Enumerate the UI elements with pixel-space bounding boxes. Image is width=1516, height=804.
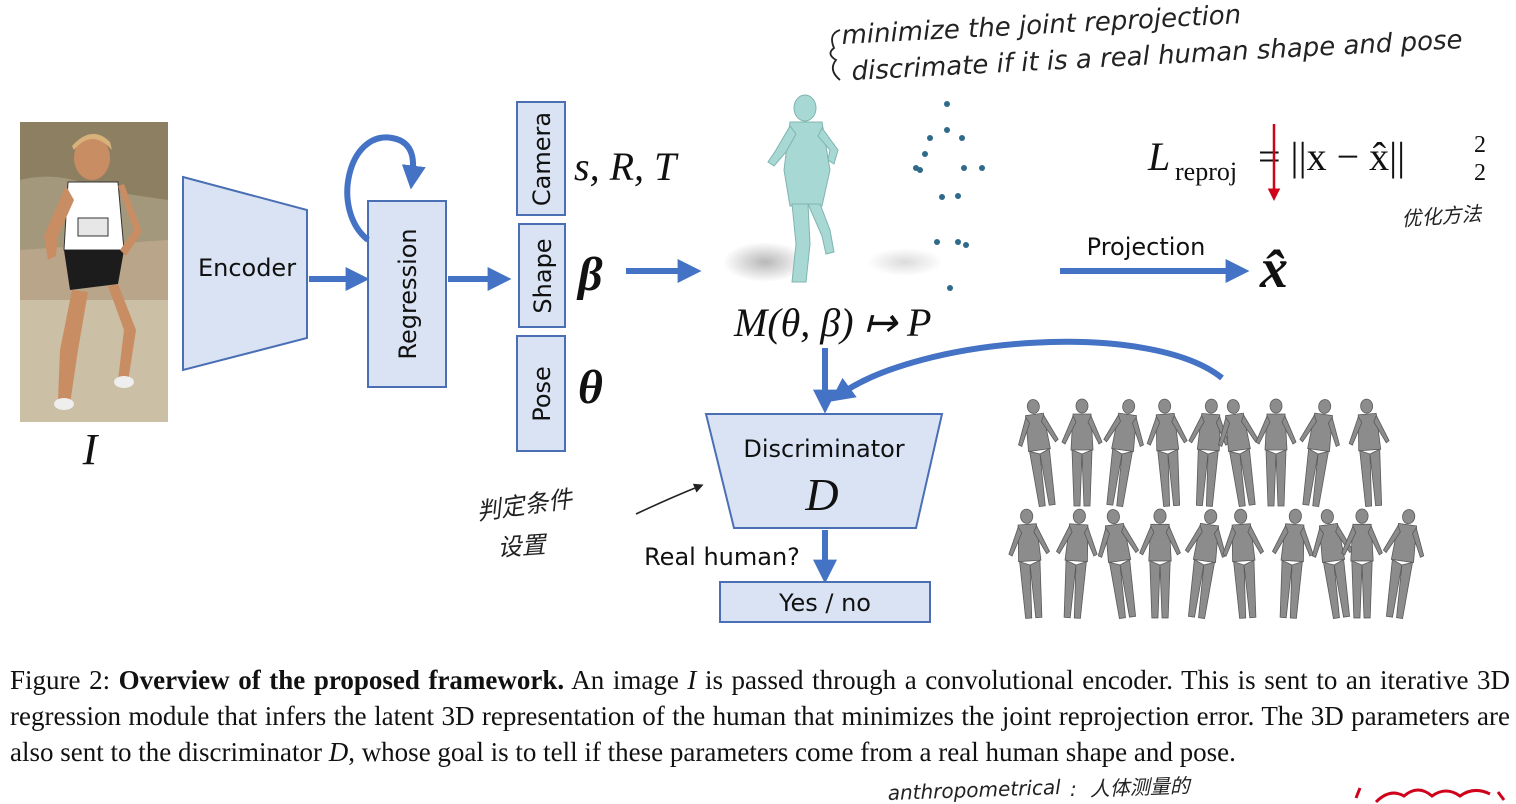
input-image	[20, 122, 168, 422]
mesh-figure	[1341, 508, 1383, 619]
reprojection-loss: L reproj = ||x − x̂|| 2 2	[1147, 132, 1486, 186]
output-block	[719, 581, 931, 623]
mesh-figure	[1184, 509, 1227, 619]
caption-text-1: An image	[564, 665, 688, 695]
pose-symbol: θ	[578, 361, 603, 414]
mesh-figure	[1299, 399, 1340, 508]
red-scribble	[1354, 787, 1506, 804]
mesh-figure	[1311, 509, 1354, 619]
annotation-arrow-left	[635, 483, 704, 515]
shape-symbol: β	[576, 248, 603, 301]
annotation-cn-right: 优化方法	[1401, 201, 1484, 231]
framework-diagram: I Encoder Regression Camera Shape Pose s…	[20, 0, 1486, 623]
loss-subscript-norm: 2	[1474, 160, 1486, 186]
mesh-figure	[1061, 398, 1103, 507]
mesh-figure	[1103, 399, 1144, 508]
camera-label: Camera	[528, 112, 556, 206]
joint-points	[913, 101, 985, 291]
human-mesh-dataset	[1008, 398, 1425, 619]
pose-block	[516, 335, 566, 452]
annotation-bottom-cn: 人体测量的	[1089, 773, 1192, 801]
annotation-brace	[829, 29, 841, 81]
caption-symbol-i: I	[687, 665, 697, 695]
loss-lhs: L	[1147, 134, 1170, 179]
projection-label: Projection	[1087, 233, 1206, 261]
mesh-figure	[1188, 398, 1230, 507]
caption-prefix: Figure 2:	[10, 665, 111, 695]
caption-text-2: is passed through a convolutional encode…	[10, 665, 1511, 767]
output-label: Yes / no	[778, 589, 871, 617]
loss-rhs: = ||x − x̂||	[1258, 134, 1405, 179]
figure-caption: Figure 2: Overview of the proposed frame…	[10, 662, 1510, 770]
encoder-block	[182, 175, 308, 372]
annotation-cn-left-2: 设置	[496, 530, 549, 561]
mesh-figure	[1139, 508, 1181, 619]
caption-text-3: , whose goal is to tell if these paramet…	[348, 737, 1236, 767]
annotation-bottom-en: anthropometrical	[887, 775, 1061, 804]
mesh-figure	[1255, 398, 1297, 507]
mesh-figure	[1348, 398, 1390, 507]
input-symbol: I	[82, 425, 100, 474]
mesh-figure	[1018, 399, 1059, 508]
discriminator-block	[704, 413, 944, 529]
regression-block	[367, 200, 447, 388]
discriminator-symbol: D	[804, 469, 838, 520]
camera-block	[516, 101, 566, 216]
discriminator-label: Discriminator	[743, 435, 904, 463]
shape-block	[518, 223, 566, 328]
mesh-figure	[1382, 509, 1425, 619]
camera-params: s, R, T	[574, 144, 679, 189]
real-human-question: Real human?	[644, 543, 800, 571]
pose-label: Pose	[528, 366, 556, 422]
mesh-figure	[1218, 399, 1259, 508]
arrow-dataset-to-discriminator	[830, 338, 1224, 402]
model-mapping: M(θ, β) ↦ P	[733, 300, 931, 345]
mesh-figure	[1055, 508, 1098, 619]
mesh-figure	[1097, 509, 1140, 619]
iteration-loop-arrow	[344, 134, 426, 243]
caption-symbol-d: D	[328, 737, 349, 767]
loss-superscript: 2	[1474, 132, 1486, 158]
caption-title: Overview of the proposed framework.	[118, 665, 565, 695]
mesh-figure	[1146, 398, 1188, 507]
body-mesh-render	[723, 94, 943, 283]
shape-label: Shape	[529, 238, 557, 313]
regression-label: Regression	[394, 228, 422, 359]
projected-joints-symbol: x̂	[1259, 238, 1288, 300]
annotation-cn-left-1: 判定条件	[475, 485, 576, 526]
mesh-figure	[1271, 508, 1314, 619]
mesh-figure	[1222, 508, 1265, 619]
encoder-label: Encoder	[198, 254, 296, 282]
mesh-figure	[1008, 508, 1051, 619]
annotation-bottom-sep: :	[1070, 777, 1077, 801]
loss-subscript: reproj	[1175, 157, 1237, 186]
